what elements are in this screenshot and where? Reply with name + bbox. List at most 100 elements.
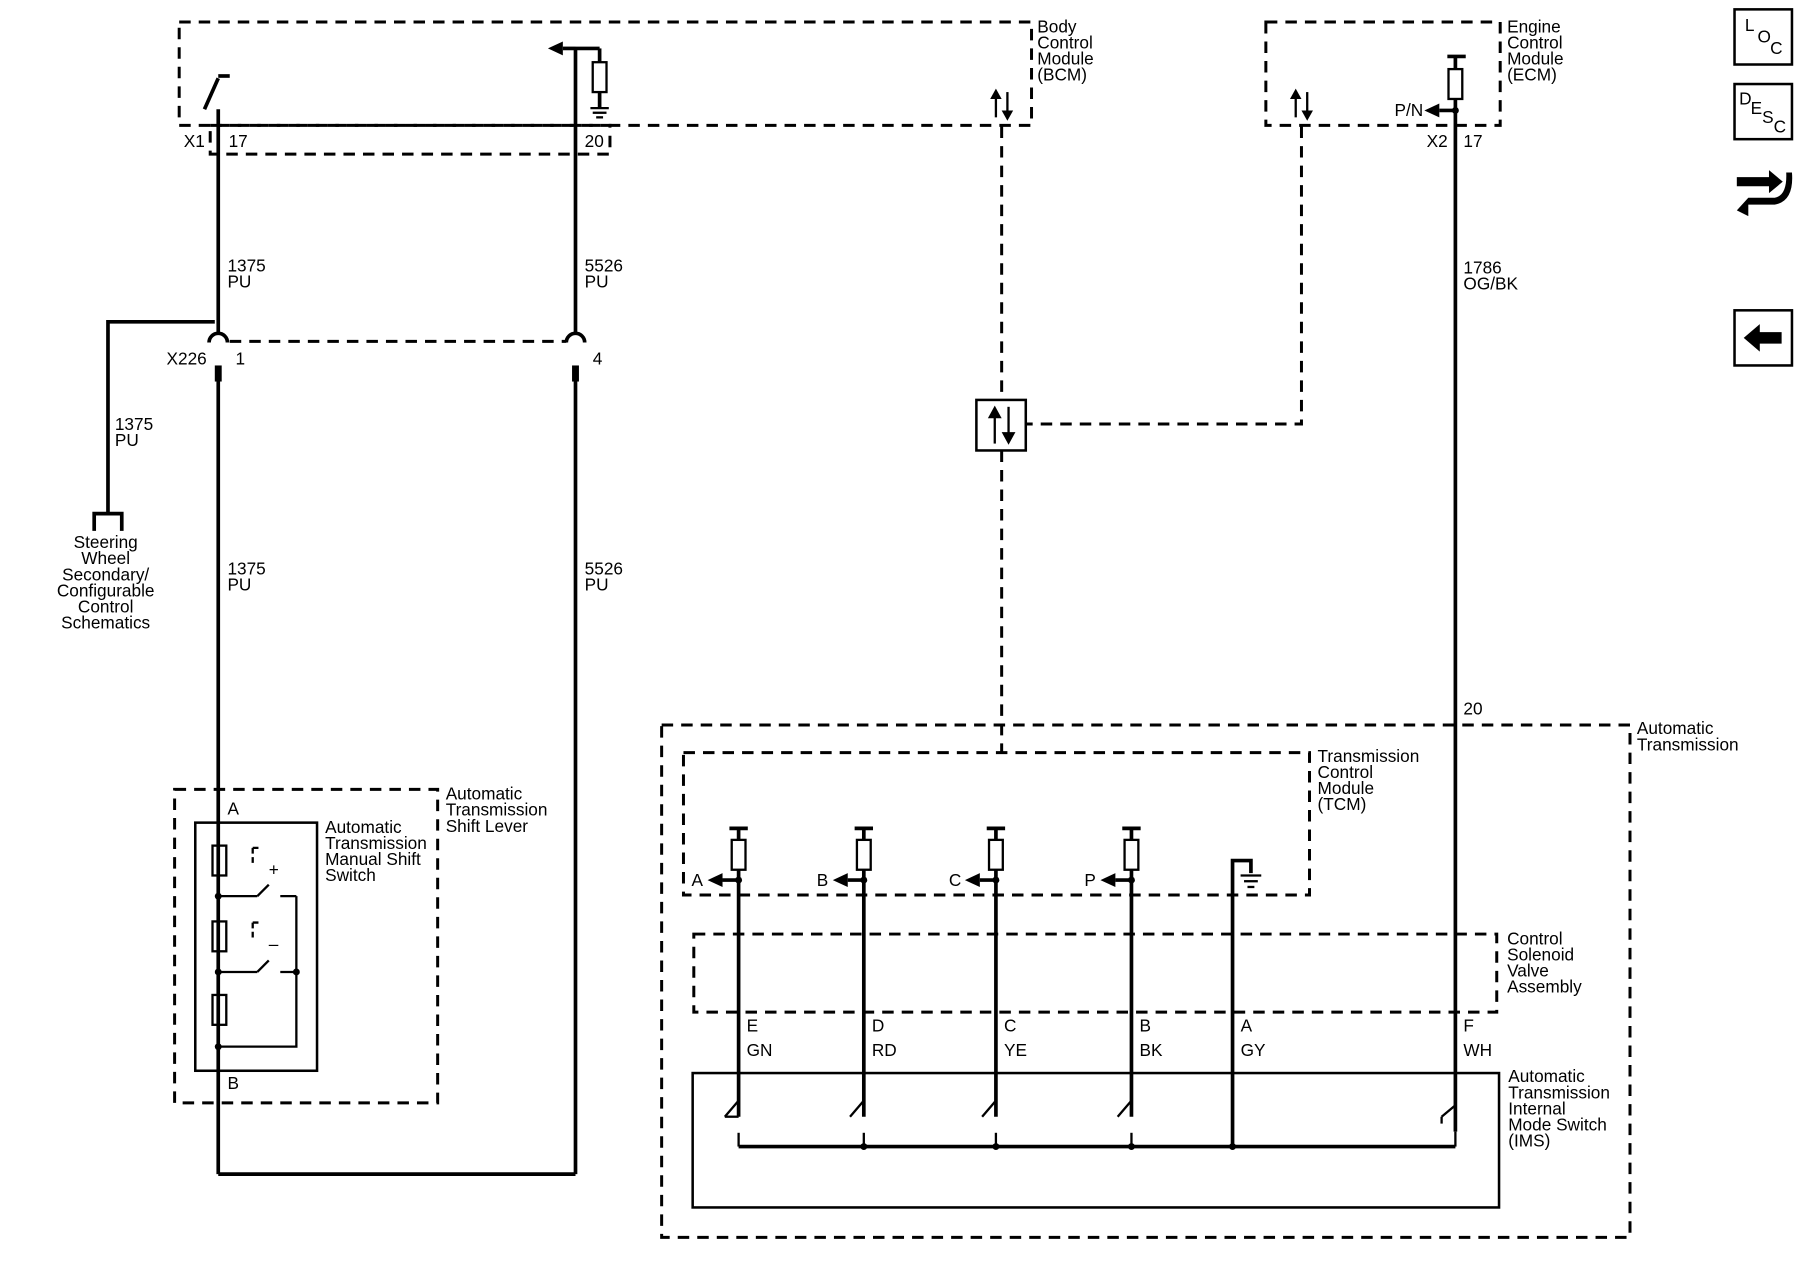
ims-pin-e: E xyxy=(747,1016,759,1036)
loc-icon-c: C xyxy=(1770,38,1782,58)
manual-switch-label-2: Transmission xyxy=(325,833,427,853)
trans-pin-20: 20 xyxy=(1463,699,1482,719)
bcm-label-2: Control xyxy=(1037,32,1093,52)
shift-pin-b: B xyxy=(227,1073,239,1093)
ims-pin-c: C xyxy=(1004,1016,1016,1036)
tcm-output-a-label: A xyxy=(692,870,704,890)
circuit-1786: 1786 OG/BK 20 xyxy=(1453,138,1518,1132)
desc-icon-c: C xyxy=(1774,116,1786,136)
tcm-ground xyxy=(1230,858,1262,1147)
x1-connector-label: X1 xyxy=(184,131,205,151)
desc-icon-e: E xyxy=(1751,98,1762,118)
tcm-input-a: A xyxy=(692,826,748,1117)
ims-color-gn: GN xyxy=(747,1040,773,1060)
ims-color-wh: WH xyxy=(1463,1040,1492,1060)
steering-ref-line-2: Wheel xyxy=(81,548,130,568)
tcm-label-3: Module xyxy=(1318,778,1374,798)
nav-desc-button[interactable]: D E S C xyxy=(1733,82,1794,141)
wire-5526-bottom-number: 5526 xyxy=(585,559,623,579)
ims-label-2: Transmission xyxy=(1508,1082,1610,1102)
wire-1786-color: OG/BK xyxy=(1463,274,1518,294)
wire-1786-number: 1786 xyxy=(1463,258,1501,278)
wire-1375-top-number: 1375 xyxy=(227,255,265,275)
steering-ref-line-1: Steering xyxy=(74,532,138,552)
steering-wheel-schematic-reference: Steering Wheel Secondary/ Configurable C… xyxy=(57,532,155,632)
automatic-transmission: Automatic Transmission Transmission Cont… xyxy=(660,718,1739,1239)
tcm-label-2: Control xyxy=(1318,762,1374,782)
ims-color-rd: RD xyxy=(872,1040,897,1060)
steering-ref-line-6: Schematics xyxy=(61,613,150,633)
nav-loc-button[interactable]: L O C xyxy=(1733,8,1794,66)
tcm-input-p: P xyxy=(1084,826,1141,1117)
x2-pin-17: 17 xyxy=(1463,131,1482,151)
auto-trans-label-1: Automatic xyxy=(1637,718,1714,738)
ecm-module: Engine Control Module (ECM) P/N X2 17 xyxy=(1264,16,1564,151)
auto-trans-label-2: Transmission xyxy=(1637,734,1739,754)
bcm-label-1: Body xyxy=(1037,16,1077,36)
x226-connector: X226 1 4 xyxy=(167,331,603,382)
solenoid-label-1: Control xyxy=(1507,928,1563,948)
manual-switch-label-4: Switch xyxy=(325,865,376,885)
ims-color-bk: BK xyxy=(1140,1040,1163,1060)
circuit-5526: 5526 PU 5526 PU xyxy=(218,138,623,1176)
manual-switch-label-1: Automatic xyxy=(325,817,402,837)
ims-label-4: Mode Switch xyxy=(1508,1114,1607,1134)
tcm-label-4: (TCM) xyxy=(1318,794,1367,814)
bcm-module: Body Control Module (BCM) X1 17 20 xyxy=(177,16,1094,156)
bcm-serial-data-icon xyxy=(990,88,1014,121)
shift-pin-a: A xyxy=(227,799,239,819)
x1-pin-20: 20 xyxy=(585,131,604,151)
wire-5526-bottom-color: PU xyxy=(585,575,609,595)
tcm-output-b-label: B xyxy=(817,870,829,890)
ims-label-1: Automatic xyxy=(1508,1066,1585,1086)
ims-switches xyxy=(723,1099,1457,1151)
solenoid-label-2: Solenoid xyxy=(1507,944,1574,964)
pn-signal-label: P/N xyxy=(1395,100,1424,120)
shift-lever-label-1: Automatic xyxy=(446,784,523,804)
ecm-label-2: Control xyxy=(1507,32,1563,52)
ims-pin-b: B xyxy=(1140,1016,1152,1036)
minus-switch-label: – xyxy=(269,934,279,954)
shift-lever-label-2: Transmission xyxy=(446,800,548,820)
x1-pin-17: 17 xyxy=(229,131,248,151)
wire-1375-bottom-number: 1375 xyxy=(227,559,265,579)
solenoid-label-4: Assembly xyxy=(1507,977,1582,997)
ecm-label-4: (ECM) xyxy=(1507,65,1557,85)
x226-connector-label: X226 xyxy=(167,348,207,368)
back-arrow-button[interactable] xyxy=(1733,309,1794,367)
loc-icon-l: L xyxy=(1745,15,1755,35)
serial-data-link xyxy=(975,126,1303,753)
tcm-input-b: B xyxy=(817,826,874,1117)
x226-pin-1: 1 xyxy=(235,348,245,368)
ims-pin-d: D xyxy=(872,1016,884,1036)
tcm-input-c: C xyxy=(949,826,1006,1117)
wire-5526-top-number: 5526 xyxy=(585,255,623,275)
connector-end-view-icon[interactable] xyxy=(1736,170,1793,217)
x2-connector-label: X2 xyxy=(1427,131,1448,151)
wire-1375-branch-color: PU xyxy=(115,430,139,450)
wire-1375-top-color: PU xyxy=(227,271,251,291)
tcm-label-1: Transmission xyxy=(1318,746,1420,766)
circuit-1375: 1375 PU 1375 PU 1375 PU xyxy=(92,109,266,1175)
manual-switch-label-3: Manual Shift xyxy=(325,849,421,869)
tcm-output-p-label: P xyxy=(1084,870,1096,890)
bcm-label-3: Module xyxy=(1037,49,1093,69)
ims-label-3: Internal xyxy=(1508,1098,1565,1118)
desc-icon-d: D xyxy=(1739,89,1751,109)
plus-switch-label: + xyxy=(269,859,279,879)
wire-5526-top-color: PU xyxy=(585,271,609,291)
ecm-serial-data-icon xyxy=(1289,88,1313,121)
ecm-label-1: Engine xyxy=(1507,16,1561,36)
desc-icon-s: S xyxy=(1762,107,1774,127)
solenoid-label-3: Valve xyxy=(1507,961,1549,981)
bcm-label-4: (BCM) xyxy=(1037,65,1087,85)
steering-ref-line-3: Secondary/ xyxy=(62,564,149,584)
ims-pin-f: F xyxy=(1463,1016,1474,1036)
steering-ref-line-4: Configurable xyxy=(57,580,155,600)
tcm-output-c-label: C xyxy=(949,870,961,890)
x226-pin-4: 4 xyxy=(593,348,603,368)
ecm-label-3: Module xyxy=(1507,49,1563,69)
steering-ref-line-5: Control xyxy=(78,596,134,616)
ims-color-gy: GY xyxy=(1241,1040,1266,1060)
